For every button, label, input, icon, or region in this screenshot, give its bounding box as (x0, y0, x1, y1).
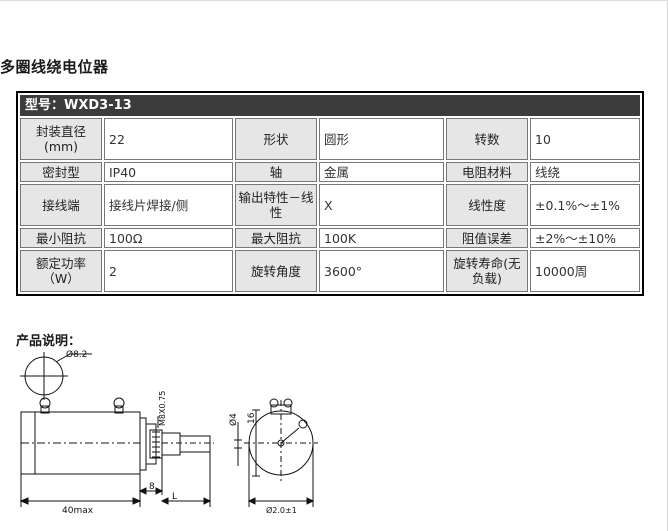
spec-table: 型号：WXD3-13 封装直径(mm) 22 形状 圆形 转数 10 密封型 I… (16, 91, 644, 296)
model-header: 型号：WXD3-13 (20, 95, 640, 116)
spec-value: 10 (530, 118, 640, 160)
leader-line (55, 353, 71, 363)
shaft-diameter-label: Ø4 (228, 413, 239, 426)
height-label: 16 (247, 412, 257, 424)
shaft (179, 435, 211, 453)
thread-label: M8X0.75 (158, 391, 167, 426)
spec-label: 最小阻抗 (20, 228, 102, 248)
spec-label: 转数 (446, 118, 528, 160)
spec-label: 阻值误差 (446, 228, 528, 248)
spec-value: 100K (319, 228, 444, 248)
spec-value: 线绕 (530, 162, 640, 182)
terminal-pin (39, 397, 51, 409)
top-divider (0, 0, 668, 5)
spec-value: X (319, 184, 444, 226)
terminal-pin (283, 398, 293, 408)
spec-label: 封装直径(mm) (20, 118, 102, 160)
spec-label: 密封型 (20, 162, 102, 182)
bushing (145, 423, 157, 465)
terminal-pin (298, 419, 308, 429)
shaft-length-label: 8 (149, 482, 155, 492)
spec-label: 电阻材料 (446, 162, 528, 182)
terminal-pin (269, 398, 279, 408)
spec-value: 3600° (319, 250, 444, 292)
spec-value: IP40 (104, 162, 233, 182)
spec-value: 金属 (319, 162, 444, 182)
spec-value: 2 (104, 250, 233, 292)
spec-label: 线性度 (446, 184, 528, 226)
spec-grid: 封装直径(mm) 22 形状 圆形 转数 10 密封型 IP40 轴 金属 电阻… (20, 118, 640, 292)
spec-label: 形状 (235, 118, 317, 160)
terminal-base (40, 405, 50, 414)
spec-label: 额定功率（W） (20, 250, 102, 292)
spec-label: 旋转寿命(无负载) (446, 250, 528, 292)
spec-value: ±2%～±10% (530, 228, 640, 248)
technical-drawing: Ø8.2 M8X0.75 40max 8 L Ø4 16 Ø2.0±1 (19, 349, 318, 516)
flange (139, 417, 147, 471)
body-length-label: 40max (62, 506, 94, 516)
spec-value: 100Ω (104, 228, 233, 248)
shaft-collar (161, 432, 181, 456)
body-diameter-label: Ø2.0±1 (266, 505, 297, 515)
spec-value: ±0.1%～±1% (530, 184, 640, 226)
hole-diameter-label: Ø8.2 (66, 349, 87, 360)
shaft-length-l-label: L (172, 492, 177, 502)
spec-label: 旋转角度 (235, 250, 317, 292)
spec-label: 输出特性－线性 (235, 184, 317, 226)
spec-value: 圆形 (319, 118, 444, 160)
product-description-title: 产品说明： (16, 334, 82, 349)
spec-value: 10000周 (530, 250, 640, 292)
spec-label: 轴 (235, 162, 317, 182)
spec-label: 接线端 (20, 184, 102, 226)
spec-label: 最大阻抗 (235, 228, 317, 248)
page-title: 多圈线绕电位器 (0, 58, 109, 76)
terminal-pin (113, 397, 125, 409)
terminal-block (270, 404, 292, 415)
spec-value: 接线片焊接/侧 (104, 184, 233, 226)
terminal-base (114, 405, 124, 414)
spec-value: 22 (104, 118, 233, 160)
